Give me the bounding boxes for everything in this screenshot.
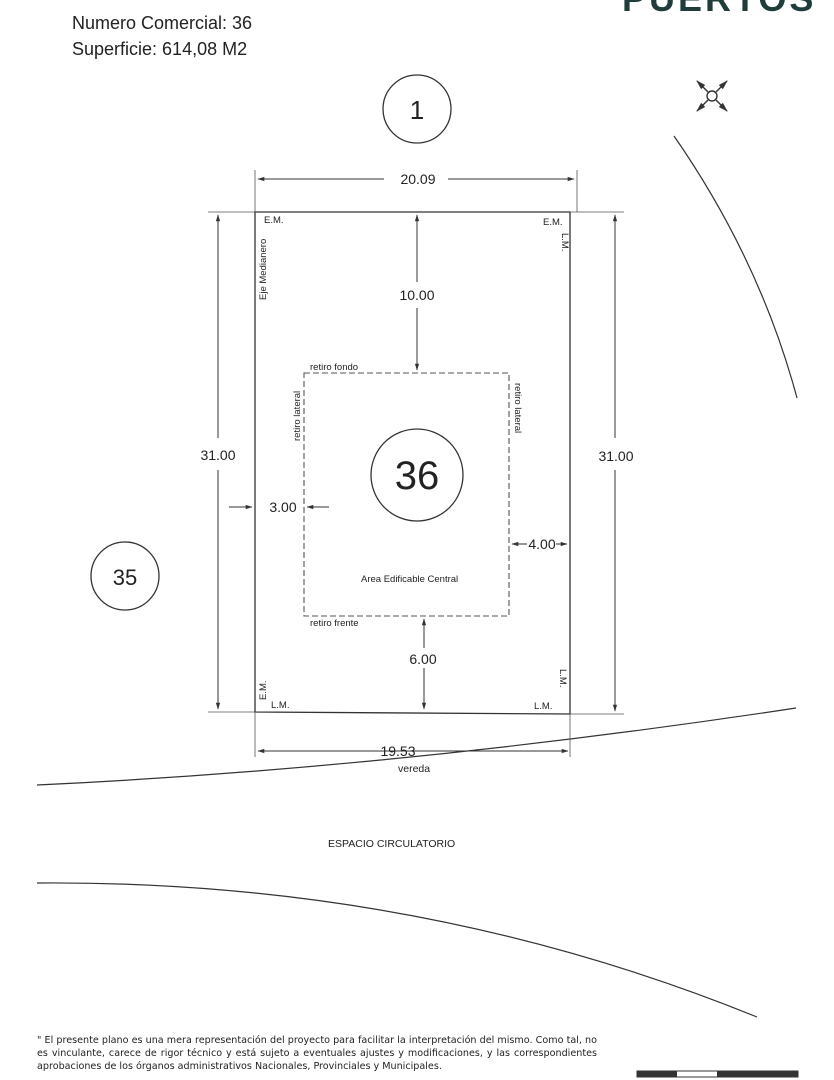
label-lm-bottom-right-horizontal: L.M. [534, 701, 552, 712]
svg-text:31.00: 31.00 [598, 448, 633, 464]
superficie: Superficie: 614,08 M2 [72, 39, 247, 59]
svg-text:10.00: 10.00 [399, 287, 434, 303]
label-em-top-left: E.M. [264, 215, 284, 226]
svg-text:20.09: 20.09 [400, 171, 435, 187]
label-area-edificable: Area Edificable Central [361, 574, 458, 585]
label-eje-medianero: Eje Medianero [258, 239, 269, 300]
buildable-area [303, 372, 510, 617]
svg-text:6.00: 6.00 [409, 651, 436, 667]
svg-text:35: 35 [113, 565, 137, 590]
dimension-setback-back: 10.00 [399, 214, 435, 371]
scale-bar [636, 1070, 799, 1078]
numero-comercial: Numero Comercial: 36 [72, 13, 252, 33]
dimension-left: 31.00 [200, 211, 255, 713]
compass-icon [696, 80, 728, 112]
svg-text:4.00: 4.00 [528, 536, 555, 552]
label-em-bottom-left: E.M. [258, 680, 269, 700]
neighbor-lot-top: 1 [382, 74, 452, 144]
dimension-bottom: 19.53 [254, 712, 571, 759]
lot-number: 36 [370, 428, 464, 522]
street-edge-right [673, 135, 798, 399]
svg-text:36: 36 [395, 454, 440, 498]
label-retiro-frente: retiro frente [310, 618, 359, 629]
street-edge-top [36, 707, 797, 786]
svg-text:3.00: 3.00 [269, 499, 296, 515]
disclaimer-text: " El presente plano es una mera represen… [37, 1035, 597, 1072]
dimension-setback-left: 3.00 [229, 499, 329, 515]
label-retiro-lateral-right: retiro lateral [512, 383, 523, 433]
label-em-top-right: E.M. [543, 217, 563, 228]
dimension-setback-front: 6.00 [409, 618, 437, 710]
label-vereda: vereda [398, 763, 430, 775]
svg-text:31.00: 31.00 [200, 447, 235, 463]
dimension-setback-right: 4.00 [511, 536, 568, 552]
dimension-right: 31.00 [570, 211, 634, 715]
dimension-top: 20.09 [254, 170, 578, 212]
label-lm-bottom-right: L.M. [557, 669, 568, 687]
label-espacio-circulatorio: ESPACIO CIRCULATORIO [328, 838, 455, 850]
label-retiro-lateral-left: retiro lateral [292, 391, 303, 441]
svg-text:1: 1 [410, 95, 424, 125]
brand-logo: PUERTOS [622, 0, 816, 20]
label-retiro-fondo: retiro fondo [310, 362, 358, 373]
label-lm-top-right: L.M. [559, 233, 570, 251]
street-edge-bottom [36, 882, 758, 1018]
label-lm-bottom-left: L.M. [271, 700, 289, 711]
svg-text:19.53: 19.53 [380, 743, 415, 759]
neighbor-lot-left: 35 [90, 541, 160, 611]
